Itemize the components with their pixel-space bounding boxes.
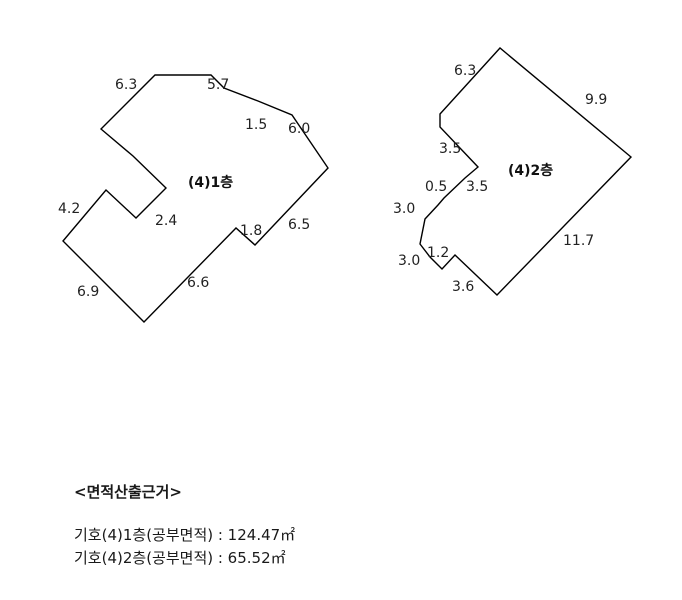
area-note-line: 기호(4)2층(공부면적) : 65.52㎡ — [74, 549, 286, 567]
floor2-dim: 3.6 — [452, 279, 474, 295]
floor1-dim: 6.0 — [288, 121, 310, 137]
floor1-dim: 6.5 — [288, 217, 310, 233]
floor1-dim: 5.7 — [207, 77, 229, 93]
floor2-dim: 3.5 — [439, 141, 461, 157]
floor1-dim: 1.8 — [240, 223, 262, 239]
floor1-dim: 4.2 — [58, 201, 80, 217]
area-note-line: 기호(4)1층(공부면적) : 124.47㎡ — [74, 526, 296, 544]
floor2-dim: 6.3 — [454, 63, 476, 79]
area-notes: <면적산출근거> 기호(4)1층(공부면적) : 124.47㎡ 기호(4)2층… — [74, 481, 295, 570]
floor2-dim: 3.5 — [466, 179, 488, 195]
floor1-dim: 2.4 — [155, 213, 177, 229]
floor1-outline — [62, 74, 329, 323]
floor1-title: (4)1층 — [188, 175, 233, 191]
floor2-outline — [419, 47, 633, 296]
floor1-dim: 1.5 — [245, 117, 267, 133]
floor2-dim: 0.5 — [425, 179, 447, 195]
floor2-dim: 3.0 — [393, 201, 415, 217]
floor1-dim: 6.6 — [187, 275, 209, 291]
area-notes-heading: <면적산출근거> — [74, 483, 182, 501]
floor2-dim: 1.2 — [427, 245, 449, 261]
floor2-dim: 11.7 — [563, 233, 594, 249]
floor2-title: (4)2층 — [508, 163, 553, 179]
floor1-dim: 6.9 — [77, 284, 99, 300]
floor2-dim: 9.9 — [585, 92, 607, 108]
floor2-dim: 3.0 — [398, 253, 420, 269]
floor1-dim: 6.3 — [115, 77, 137, 93]
